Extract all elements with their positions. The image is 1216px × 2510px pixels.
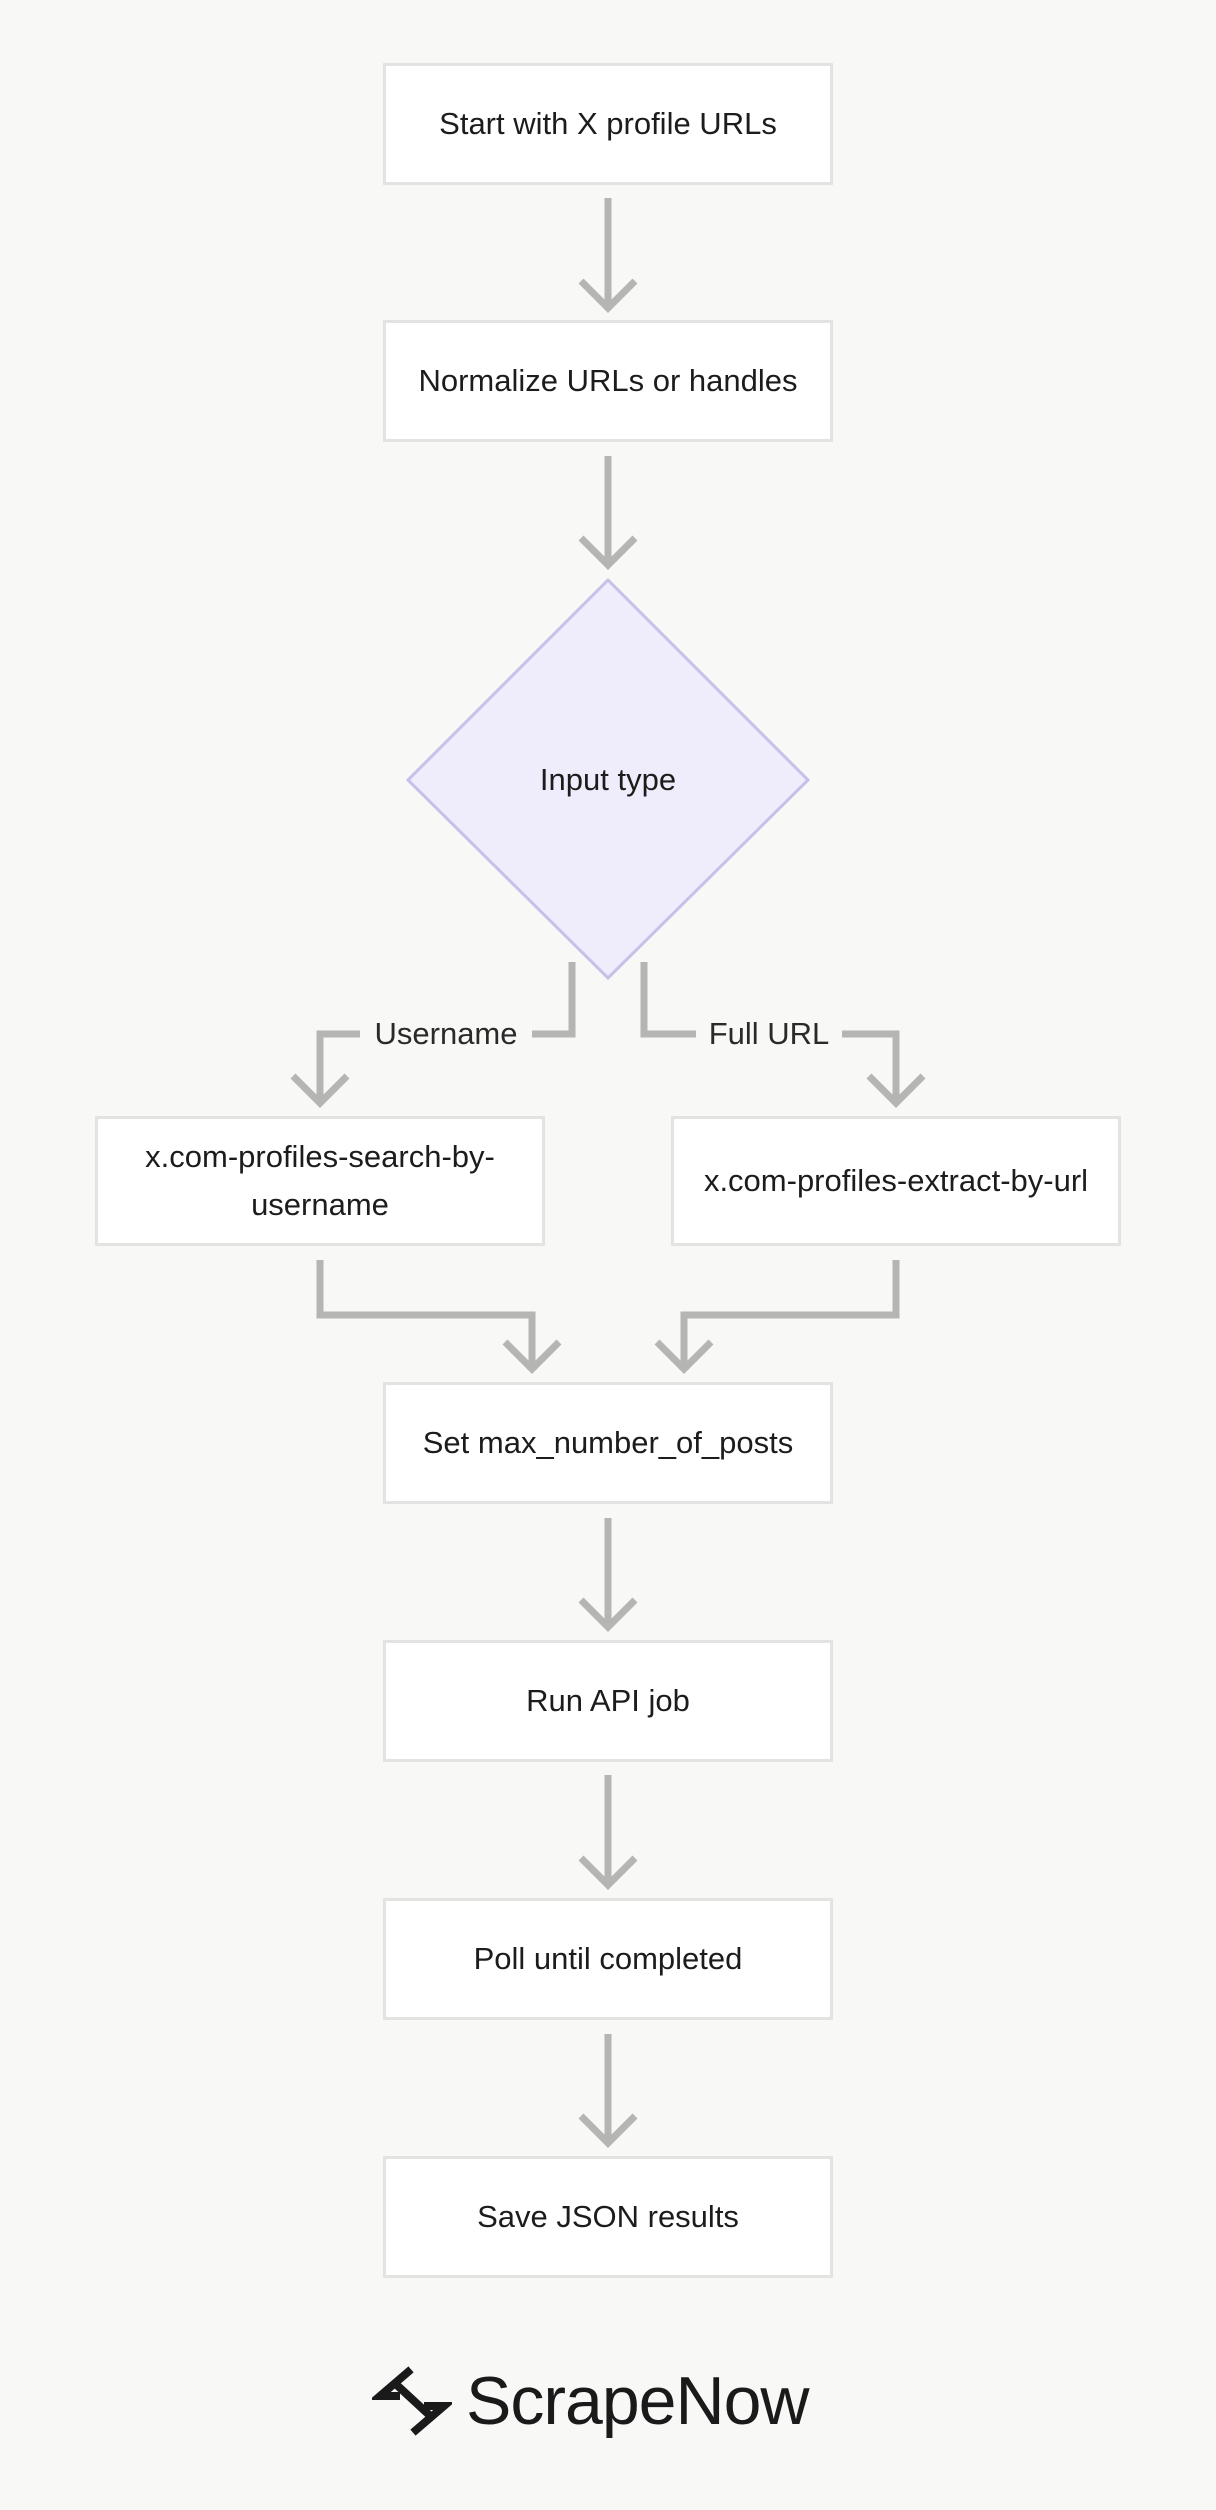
arrow-poll-to-save: [578, 2034, 638, 2148]
arrow-username-to-set-max: [316, 1260, 562, 1374]
arrow-full-url-to-set-max: [654, 1260, 900, 1374]
arrow-normalize-to-decision: [578, 456, 638, 570]
decision-diamond: [405, 577, 811, 981]
scrapenow-logo-icon: [372, 2366, 452, 2436]
node-run-api-job: Run API job: [383, 1640, 833, 1762]
node-extract-by-url: x.com-profiles-extract-by-url: [671, 1116, 1121, 1246]
edge-label-username: Username: [360, 1012, 532, 1056]
node-start: Start with X profile URLs: [383, 63, 833, 185]
arrow-run-job-to-poll: [578, 1775, 638, 1890]
node-normalize: Normalize URLs or handles: [383, 320, 833, 442]
edge-label-full-url: Full URL: [696, 1012, 842, 1056]
node-save-json: Save JSON results: [383, 2156, 833, 2278]
brand-name: ScrapeNow: [466, 2363, 809, 2439]
node-poll: Poll until completed: [383, 1898, 833, 2020]
node-set-max-posts: Set max_number_of_posts: [383, 1382, 833, 1504]
brand-logo: ScrapeNow: [372, 2360, 809, 2442]
decision-label: Input type: [539, 762, 677, 797]
arrow-start-to-normalize: [578, 198, 638, 313]
arrow-set-max-to-run-job: [578, 1518, 638, 1632]
node-search-by-username: x.com-profiles-search-by-username: [95, 1116, 545, 1246]
